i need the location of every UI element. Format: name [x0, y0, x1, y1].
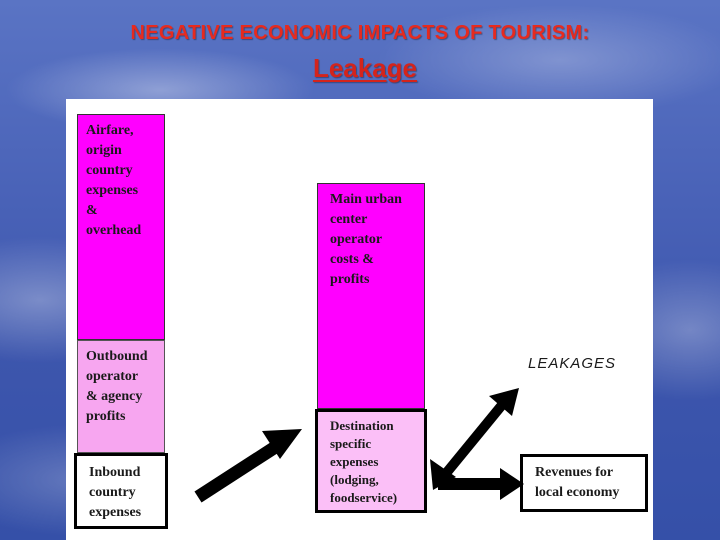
leakages-label: LEAKAGES: [528, 355, 617, 372]
inbound-country-box: Inbound country expenses: [74, 453, 168, 529]
revenues-local-economy-box: Revenues for local economy: [520, 454, 648, 512]
airfare-origin-box: Airfare, origin country expenses & overh…: [77, 114, 165, 340]
leakage-double-arrow: [430, 388, 519, 490]
outbound-operator-box: Outbound operator & agency profits: [77, 340, 165, 453]
diagram-canvas: Airfare, origin country expenses & overh…: [66, 99, 653, 540]
slide-subtitle: Leakage: [312, 53, 418, 83]
inbound-to-destination-arrow: [194, 429, 302, 503]
destination-specific-box: Destination specific expenses (lodging, …: [315, 409, 427, 513]
main-urban-center-box: Main urban center operator costs & profi…: [317, 183, 425, 409]
destination-to-revenues-arrow: [438, 468, 524, 500]
slide-title: NEGATIVE ECONOMIC IMPACTS OF TOURISM:: [130, 22, 590, 44]
flow-arrows: [194, 388, 524, 503]
